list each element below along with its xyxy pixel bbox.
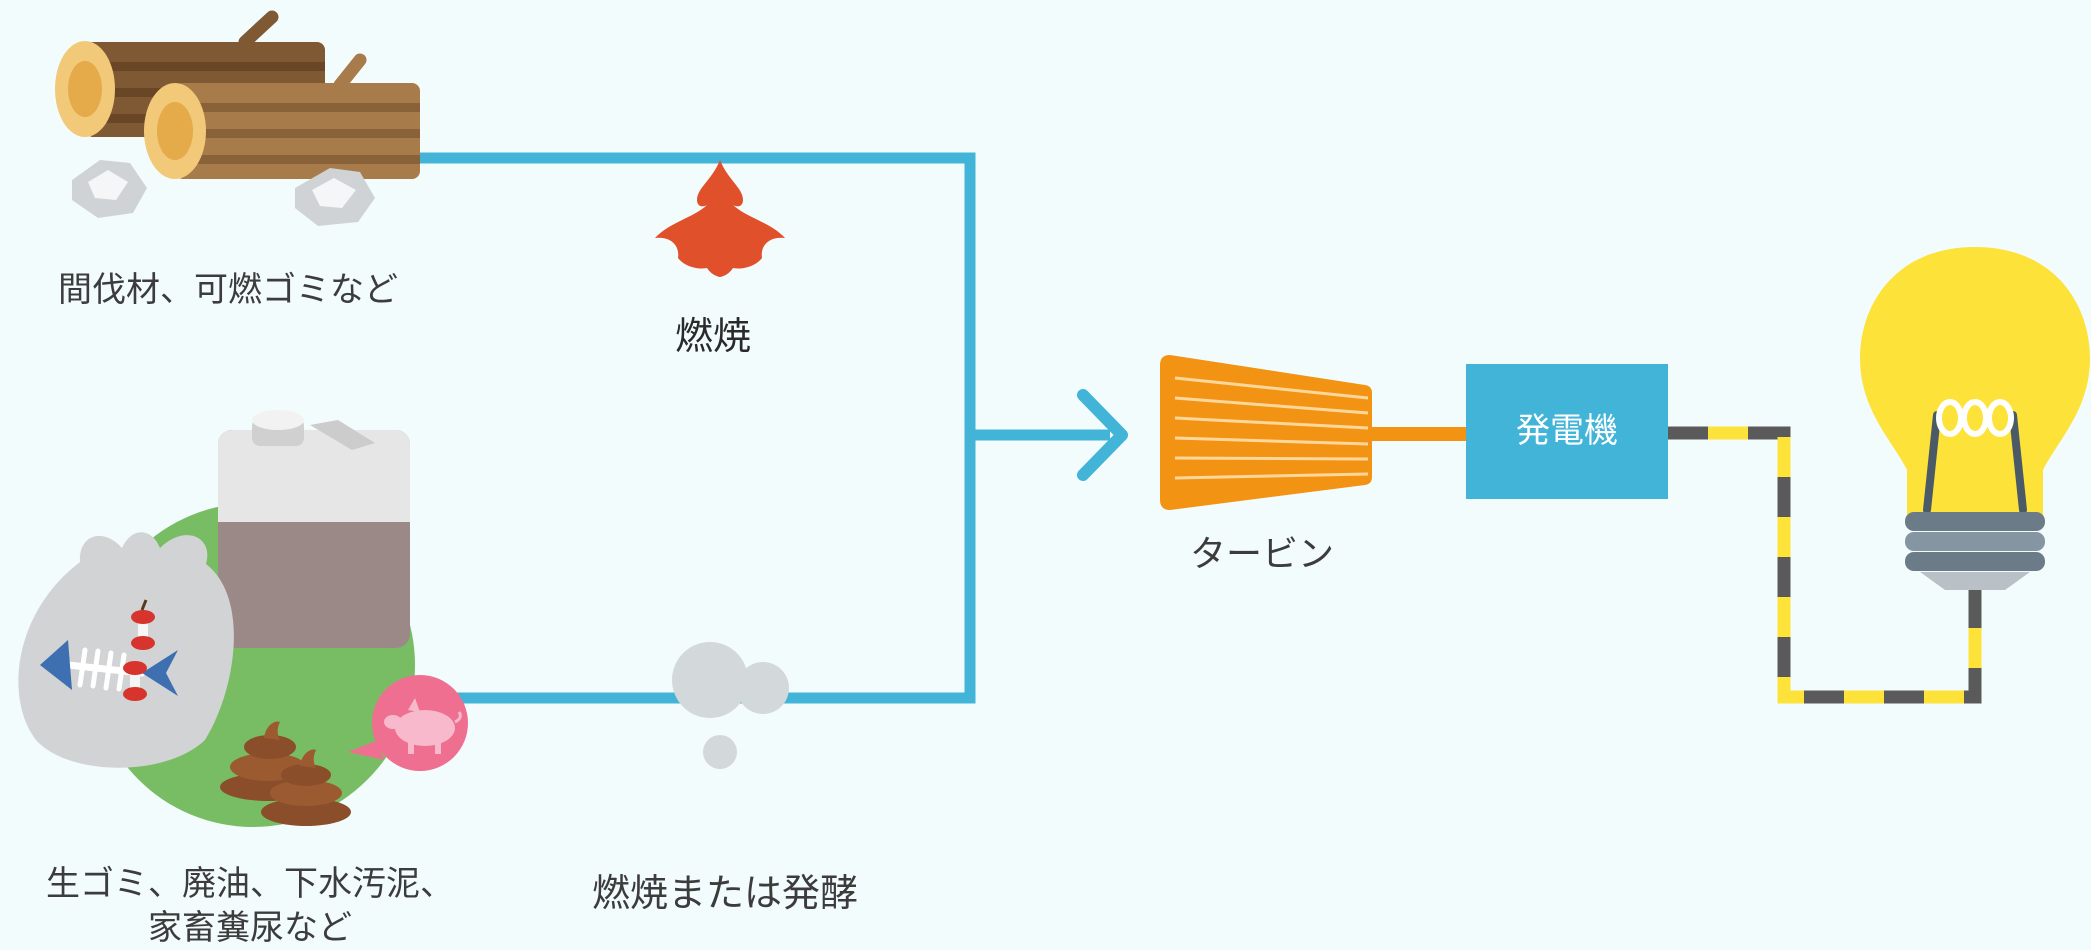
logs-icon	[55, 10, 420, 179]
smoke-icon	[672, 642, 789, 769]
light-bulb-icon	[1860, 247, 2090, 590]
turbine-shaft	[1372, 427, 1468, 441]
generator-label: 発電機	[1516, 411, 1618, 451]
fish-bone-ribs	[77, 647, 127, 692]
turbine-label: タービン	[1190, 534, 1335, 575]
rock-icon	[295, 168, 375, 226]
garbage-bag-icon	[18, 532, 234, 768]
combustion-label: 燃焼	[675, 314, 752, 358]
pig-icon	[348, 675, 468, 771]
arrow-icon	[1077, 389, 1128, 481]
generator-box	[1466, 364, 1668, 499]
flame-icon	[655, 160, 785, 277]
wet-waste-label-line2: 家畜糞尿など	[148, 908, 352, 948]
dung-icon	[261, 749, 351, 826]
turbine-icon	[1160, 355, 1372, 510]
wet-waste-label: 生ゴミ、廃油、下水汚泥、 家畜糞尿など	[40, 862, 460, 950]
rock-icon	[72, 160, 147, 218]
fish-head	[40, 640, 72, 690]
wood-source-label: 間伐材、可燃ゴミなど	[58, 270, 398, 310]
apple-core-icon	[131, 599, 155, 650]
combustion-or-fermentation-label: 燃焼または発酵	[592, 871, 859, 915]
apple-core-icon	[123, 661, 147, 701]
jerry-can-icon	[218, 410, 410, 648]
wet-waste-label-line1: 生ゴミ、廃油、下水汚泥、	[46, 864, 454, 904]
fish-tail	[142, 650, 178, 696]
wire	[1668, 426, 1982, 704]
